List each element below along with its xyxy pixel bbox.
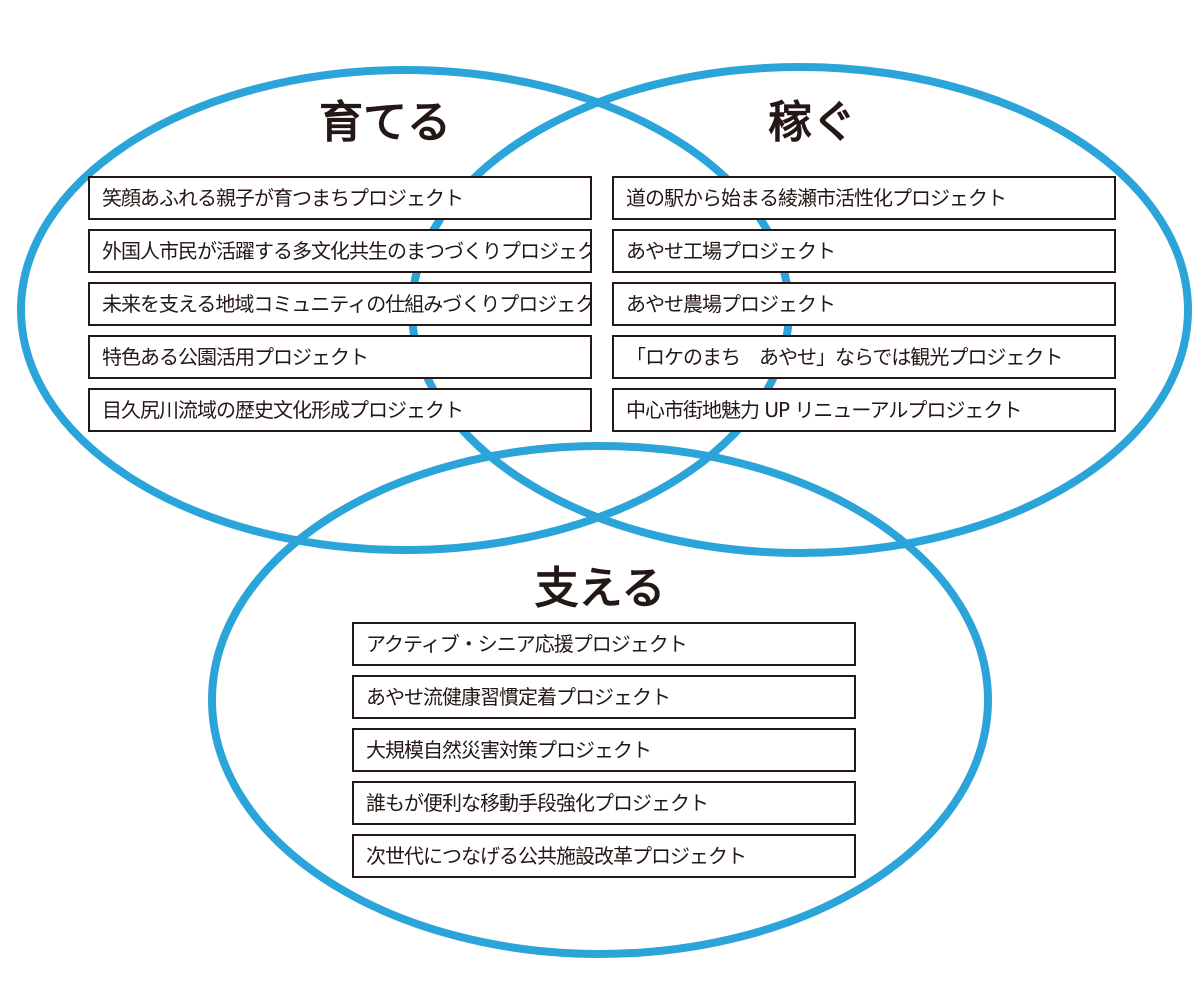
project-item: アクティブ・シニア応援プロジェクト: [352, 622, 856, 666]
project-item: 未来を支える地域コミュニティの仕組みづくりプロジェクト: [88, 282, 592, 326]
project-item: 大規模自然災害対策プロジェクト: [352, 728, 856, 772]
project-item: 「ロケのまち あやせ」ならでは観光プロジェクト: [612, 335, 1116, 379]
list-sodateru: 笑顔あふれる親子が育つまちプロジェクト 外国人市民が活躍する多文化共生のまつづく…: [88, 176, 592, 441]
project-item: あやせ農場プロジェクト: [612, 282, 1116, 326]
title-sodateru: 育てる: [319, 97, 451, 148]
project-item: あやせ工場プロジェクト: [612, 229, 1116, 273]
project-item: あやせ流健康習慣定着プロジェクト: [352, 675, 856, 719]
list-kasegu: 道の駅から始まる綾瀬市活性化プロジェクト あやせ工場プロジェクト あやせ農場プロ…: [612, 176, 1116, 441]
project-item: 目久尻川流域の歴史文化形成プロジェクト: [88, 388, 592, 432]
project-item: 特色ある公園活用プロジェクト: [88, 335, 592, 379]
project-item: 道の駅から始まる綾瀬市活性化プロジェクト: [612, 176, 1116, 220]
title-sasaeru: 支える: [534, 563, 666, 614]
title-kasegu: 稼ぐ: [768, 97, 856, 148]
list-sasaeru: アクティブ・シニア応援プロジェクト あやせ流健康習慣定着プロジェクト 大規模自然…: [352, 622, 856, 887]
project-item: 次世代につなげる公共施設改革プロジェクト: [352, 834, 856, 878]
project-item: 中心市街地魅力 UP リニューアルプロジェクト: [612, 388, 1116, 432]
project-item: 外国人市民が活躍する多文化共生のまつづくりプロジェクト: [88, 229, 592, 273]
circle-sasaeru: [208, 442, 992, 958]
project-item: 誰もが便利な移動手段強化プロジェクト: [352, 781, 856, 825]
project-item: 笑顔あふれる親子が育つまちプロジェクト: [88, 176, 592, 220]
